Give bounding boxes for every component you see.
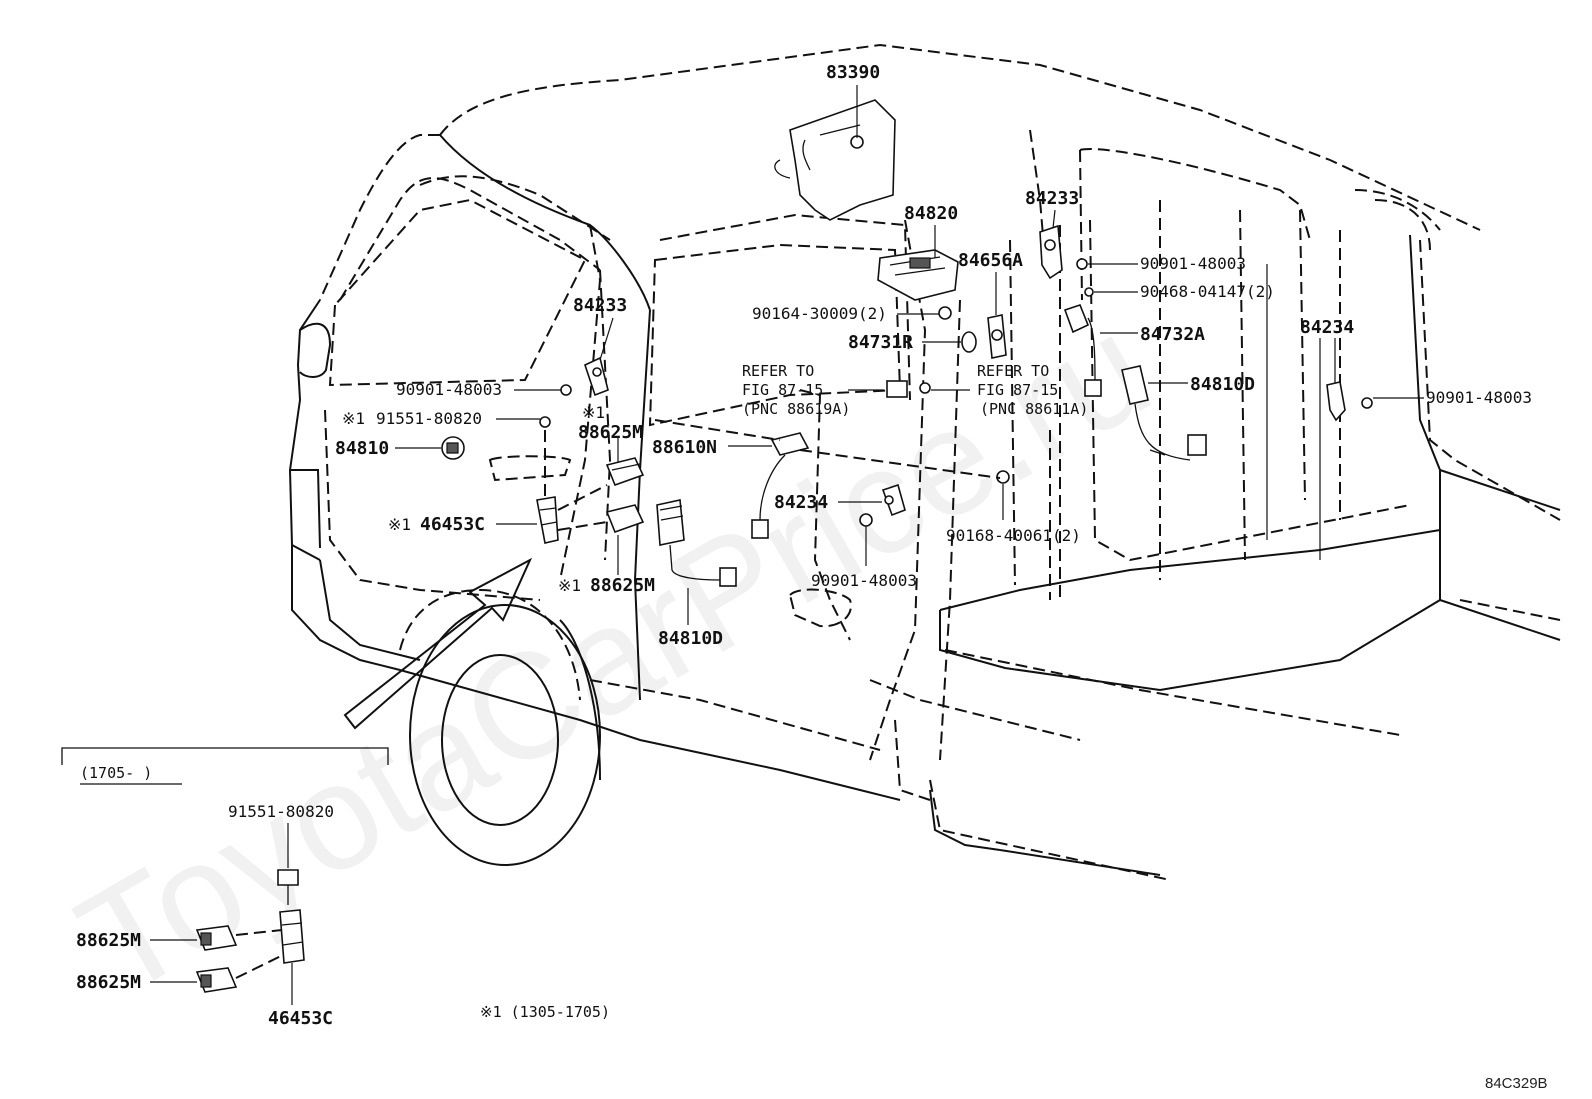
label-90901-right: 90901-48003	[1426, 388, 1532, 407]
part-88610N-shape	[751, 432, 810, 539]
label-90901-center: 90901-48003	[811, 571, 917, 590]
label-88625M-top: 88625M	[578, 422, 643, 443]
label-90901-top: 90901-48003	[1140, 254, 1246, 273]
label-84810D-right: 84810D	[1190, 374, 1255, 395]
label-refer1-line3: (PNC 88619A)	[742, 400, 850, 418]
part-84234-center-shape	[881, 483, 906, 517]
inset-label-88625M-b: 88625M	[76, 972, 141, 993]
part-84732A-shape	[1063, 304, 1102, 397]
label-refer1-line2: FIG 87-15	[742, 381, 823, 399]
footnote: ※1 (1305-1705)	[480, 1003, 610, 1021]
part-84731R-shape	[961, 331, 977, 353]
mark-88625M-top: ※1	[582, 403, 605, 422]
view-arrow	[343, 557, 533, 730]
label-90901-left: 90901-48003	[396, 380, 502, 399]
label-90164: 90164-30009(2)	[752, 304, 887, 323]
mark-46453C: ※1	[388, 515, 411, 534]
label-84731R: 84731R	[848, 332, 913, 353]
label-84233-top: 84233	[1025, 188, 1079, 209]
part-labels: 83390 84820 84233 84656A 90901-48003 904…	[335, 62, 1532, 649]
part-84233-top-shape	[1039, 224, 1063, 280]
label-88625M-bottom: 88625M	[590, 575, 655, 596]
vehicle-body	[288, 43, 1561, 881]
label-84233-left: 84233	[573, 295, 627, 316]
part-88625M-bottom-shape	[605, 504, 645, 534]
mark-91551-left: ※1	[342, 409, 365, 428]
label-84656A: 84656A	[958, 250, 1023, 271]
mark-88625M-bottom: ※1	[558, 576, 581, 595]
inset-label-46453C: 46453C	[268, 1008, 333, 1029]
diagram-code: 84C329B	[1485, 1075, 1548, 1092]
part-84820-shape	[877, 249, 959, 301]
label-84234-right: 84234	[1300, 317, 1354, 338]
part-84810-shape	[441, 436, 465, 460]
label-84234-center: 84234	[774, 492, 828, 513]
part-88625M-top-shape	[605, 457, 645, 487]
label-refer2-line2: FIG 87-15	[977, 381, 1058, 399]
refer-small-parts	[886, 380, 931, 398]
part-84234-right-shape	[1326, 381, 1346, 422]
label-90168: 90168-40061(2)	[946, 526, 1081, 545]
label-84820: 84820	[904, 203, 958, 224]
part-84656A-shape	[987, 314, 1007, 359]
label-46453C: 46453C	[420, 514, 485, 535]
label-refer1-line1: REFER TO	[742, 362, 814, 380]
label-84810: 84810	[335, 438, 389, 459]
label-84810D-center: 84810D	[658, 628, 723, 649]
label-91551-left: 91551-80820	[376, 409, 482, 428]
bolts	[539, 258, 1373, 527]
inset-range: (1705- )	[80, 764, 152, 782]
leader-lines	[395, 85, 1424, 625]
label-84732A: 84732A	[1140, 324, 1205, 345]
label-83390: 83390	[826, 62, 880, 83]
inset-panel: (1705- ) 91551-80820 88625M 88625M 46453…	[61, 747, 389, 1029]
label-refer2-line1: REFER TO	[977, 362, 1049, 380]
part-84810D-right-shape	[1121, 365, 1207, 461]
part-83390-shape	[774, 99, 896, 221]
inset-label-91551: 91551-80820	[228, 802, 334, 821]
label-88610N: 88610N	[652, 437, 717, 458]
part-84810D-center-shape	[656, 499, 737, 587]
part-46453C-shape	[536, 496, 559, 544]
label-90468: 90468-04147(2)	[1140, 282, 1275, 301]
label-refer2-line3: (PNC 88611A)	[980, 400, 1088, 418]
inset-label-88625M-a: 88625M	[76, 930, 141, 951]
part-84233-left-shape	[584, 356, 609, 397]
